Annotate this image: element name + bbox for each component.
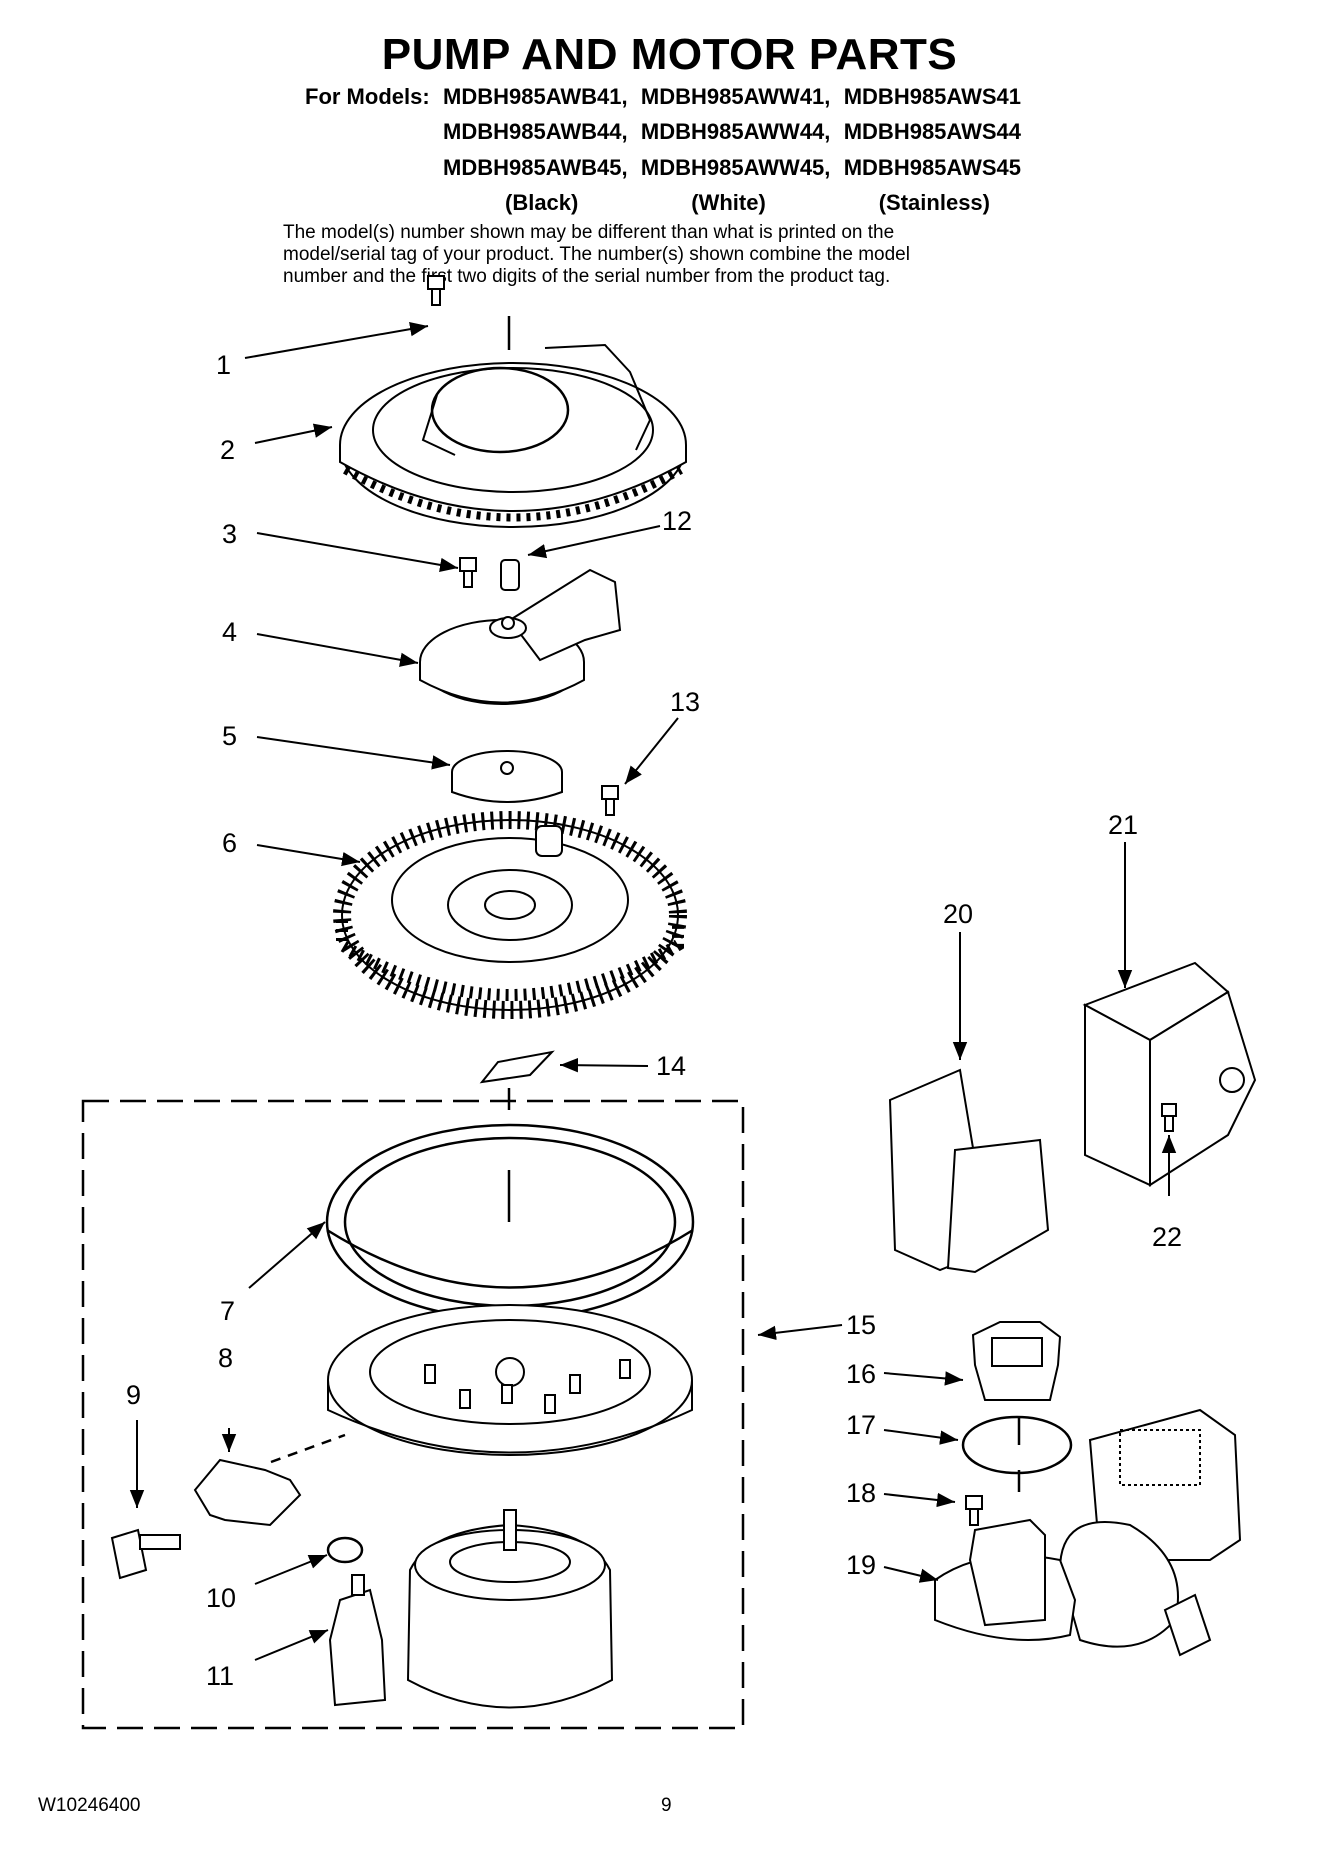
part-15-base [327,1304,693,1456]
model-number: MDBH985AWS41 [843,84,1021,109]
leader-lines [129,322,1177,1661]
color-label-white: (White) [691,190,766,215]
callout-7: 7 [220,1296,235,1326]
part-5-impeller [451,750,563,803]
model-number: MDBH985AWS45 [843,155,1021,180]
callout-5: 5 [222,721,237,751]
part-22-screw [1161,1103,1177,1132]
model-number: MDBH985AWB45, [443,155,628,180]
footer-doc-number: W10246400 [38,1795,141,1816]
callout-8: 8 [218,1343,233,1373]
model-number: MDBH985AWB44, [443,119,628,144]
part-8-bracket [193,1458,302,1527]
note-line: model/serial tag of your product. The nu… [283,244,910,265]
part-2-cover [339,343,687,528]
model-number: MDBH985AWW41, [640,84,831,109]
part-10-oring [326,1536,364,1564]
model-number: MDBH985AWW44, [640,119,831,144]
callout-9: 9 [126,1380,141,1410]
callout-11: 11 [206,1661,234,1691]
part-12-pin [500,559,520,591]
assembly-boundary-box [81,1099,745,1730]
color-labels: (Black) (White) (Stainless) [505,190,990,216]
part-14-clip [479,1050,555,1084]
part-3-screw [459,557,477,588]
part-17-oring [961,1415,1073,1475]
callout-19: 19 [846,1550,876,1580]
callout-3: 3 [222,519,237,549]
callout-6: 6 [222,828,237,858]
callout-14: 14 [656,1051,686,1081]
part-19-drain-pump [934,1408,1242,1657]
callout-13: 13 [670,687,700,717]
part-13-screw [601,785,619,816]
callout-20: 20 [943,899,973,929]
footer-page-number: 9 [661,1795,672,1816]
callout-21: 21 [1108,810,1138,840]
part-6-chamber [333,811,687,1019]
page-title: PUMP AND MOTOR PARTS [381,30,958,79]
model-row-3: MDBH985AWB45, MDBH985AWW45, MDBH985AWS45 [443,155,1021,181]
callout-17: 17 [846,1410,876,1440]
callout-16: 16 [846,1359,876,1389]
part-16-cap [971,1321,1062,1401]
model-row-2: MDBH985AWB44, MDBH985AWW44, MDBH985AWS44 [443,119,1021,145]
part-4-housing [419,568,622,705]
color-label-stainless: (Stainless) [878,190,990,215]
model-row-1: MDBH985AWB41, MDBH985AWW41, MDBH985AWS41 [443,84,1021,110]
callout-12: 12 [662,506,692,536]
model-number: MDBH985AWS44 [843,119,1021,144]
callout-18: 18 [846,1478,876,1508]
part-1-screw [427,275,445,306]
part-20-bracket [888,1068,1050,1274]
callout-22: 22 [1152,1222,1182,1252]
part-11-plug [328,1574,387,1707]
callout-1: 1 [216,350,231,380]
callout-10: 10 [206,1583,236,1613]
part-21-module [1082,961,1257,1187]
callout-labels: 1 2 3 4 5 6 7 8 9 10 11 12 13 14 15 16 1… [126,350,1182,1691]
callout-4: 4 [222,617,237,647]
color-label-black: (Black) [505,190,579,215]
motor [406,1509,614,1709]
model-number: MDBH985AWB41, [443,84,628,109]
models-label: For Models: [305,84,430,109]
callout-15: 15 [846,1310,876,1340]
note-line: The model(s) number shown may be differe… [283,222,895,243]
part-9-connector [110,1528,181,1580]
callout-2: 2 [220,435,235,465]
part-18-screw [965,1495,983,1526]
model-number: MDBH985AWW45, [640,155,831,180]
